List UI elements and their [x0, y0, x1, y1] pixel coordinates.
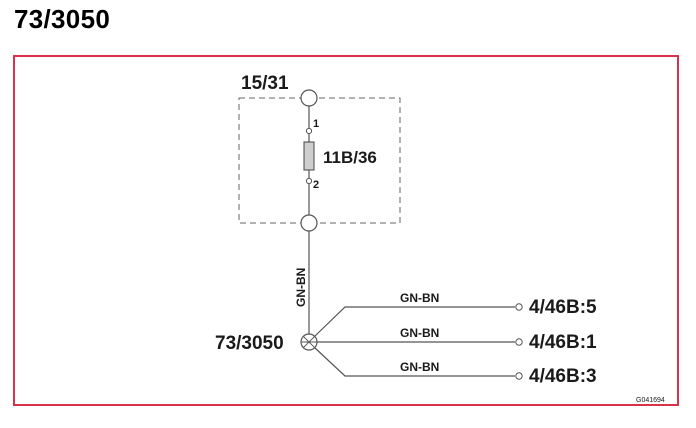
top-connector[interactable] — [300, 89, 318, 107]
page-title: 73/3050 — [14, 4, 111, 34]
supply-terminal-label: 15/31 — [241, 73, 289, 94]
terminal-label-1: 4/46B:5 — [529, 297, 597, 318]
fuse-pin-bottom-label: 2 — [313, 179, 319, 191]
terminal-label-2: 4/46B:1 — [529, 332, 597, 353]
splice-symbol[interactable] — [300, 333, 318, 351]
bottom-connector[interactable] — [300, 214, 318, 232]
branch-wire-label-3: GN-BN — [400, 360, 439, 374]
branch-wire-1 — [314, 306, 515, 337]
drawing-code: G041694 — [636, 397, 665, 404]
branch-wire-label-1: GN-BN — [400, 291, 439, 305]
branch-wire-label-2: GN-BN — [400, 326, 439, 340]
branch-wire-3 — [314, 347, 515, 377]
module-boundary — [238, 97, 401, 224]
terminal-pin-3[interactable] — [515, 372, 523, 380]
fuse[interactable] — [303, 141, 315, 171]
diagram-frame — [13, 55, 679, 406]
terminal-pin-2[interactable] — [515, 338, 523, 346]
splice-label: 73/3050 — [215, 333, 284, 354]
terminal-label-3: 4/46B:3 — [529, 366, 597, 387]
fuse-pin-top-label: 1 — [313, 118, 319, 130]
trunk-wire-label: GN-BN — [294, 268, 308, 307]
fuse-label: 11B/36 — [323, 148, 377, 167]
pin-2 — [305, 177, 313, 185]
pin-1 — [305, 127, 313, 135]
terminal-pin-1[interactable] — [515, 303, 523, 311]
